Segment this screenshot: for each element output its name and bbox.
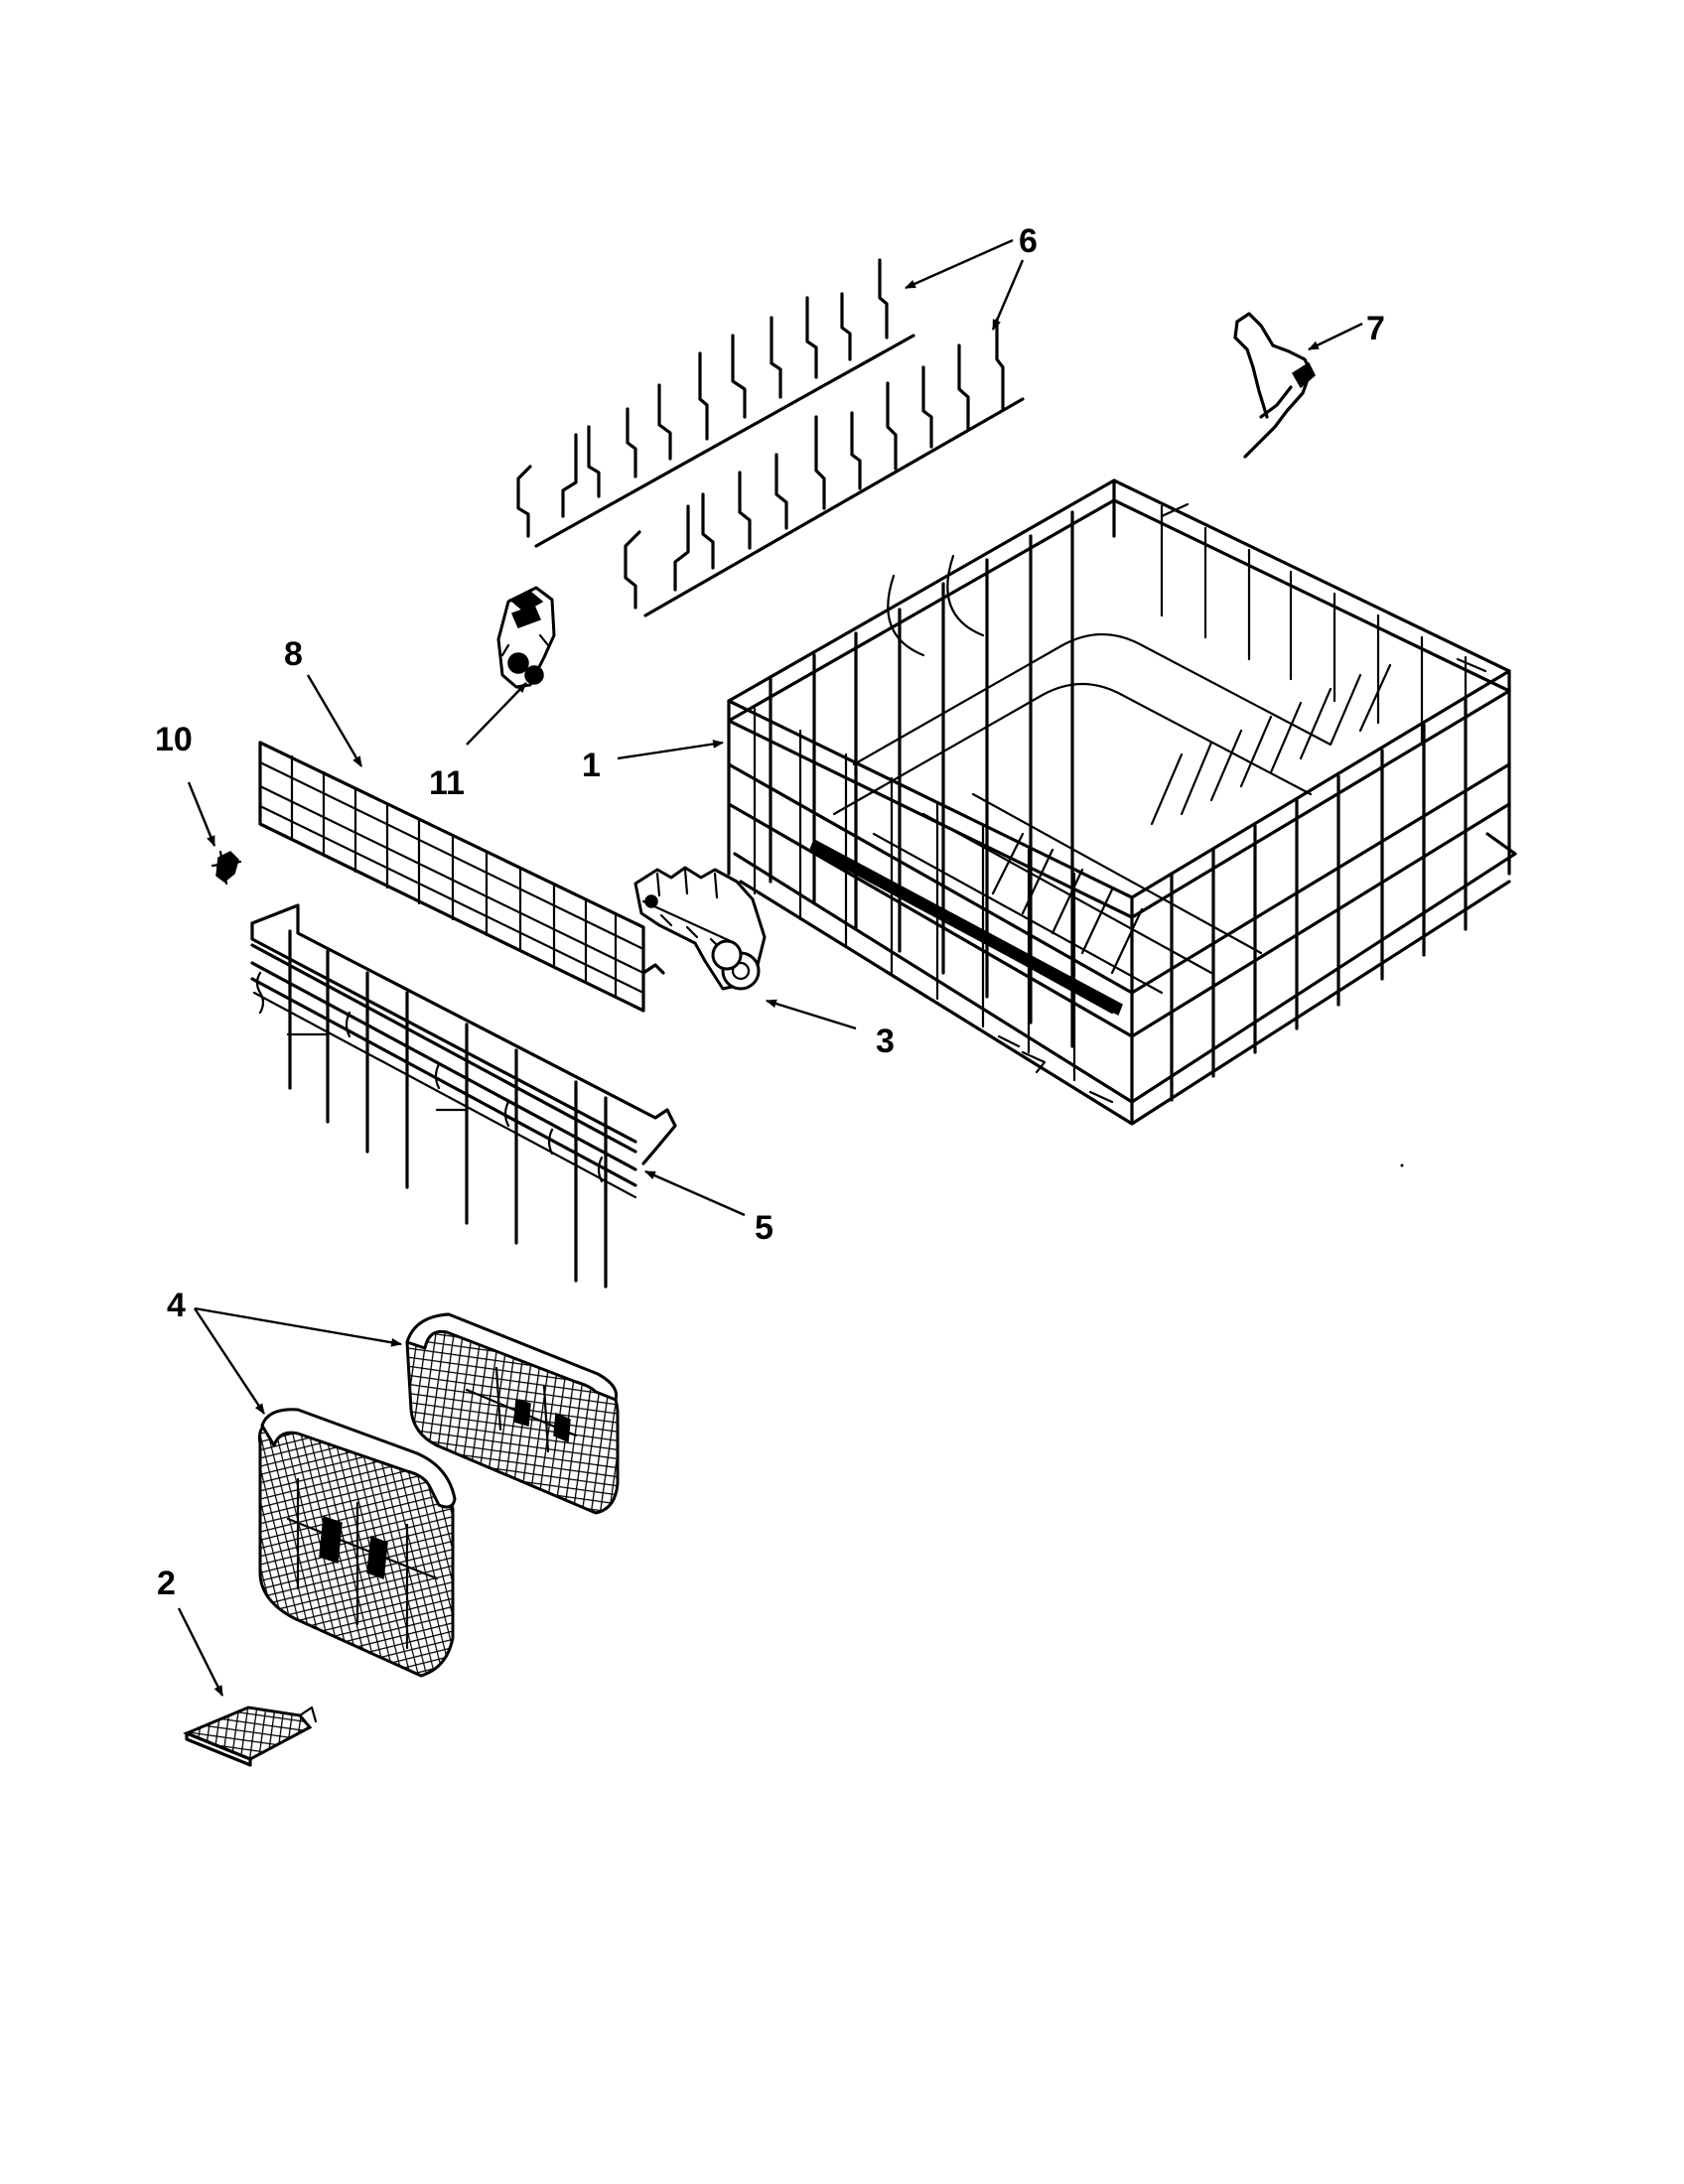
- callout-1: 1: [582, 747, 601, 784]
- leader-lines: [177, 238, 1363, 1697]
- cutlery-basket-front: [257, 1408, 457, 1678]
- callout-4: 4: [167, 1287, 186, 1324]
- callout-5: 5: [755, 1209, 773, 1247]
- side-rail-part: [250, 903, 677, 1289]
- tine-row-front: [624, 318, 1025, 617]
- tine-rows: [516, 258, 1025, 617]
- basket-lid-part: [183, 1706, 318, 1767]
- callout-6: 6: [1019, 222, 1038, 260]
- cutlery-basket-rear: [405, 1312, 620, 1515]
- lower-rack-part: [727, 478, 1517, 1126]
- callout-8: 8: [284, 635, 303, 673]
- callout-7: 7: [1366, 310, 1385, 347]
- small-clip-part: [210, 850, 242, 886]
- grid-panel-part: [258, 741, 665, 1013]
- callout-11: 11: [429, 764, 465, 802]
- tine-row-rear: [516, 258, 915, 548]
- callout-10: 10: [155, 721, 193, 758]
- rack-clip-part: [1233, 312, 1316, 459]
- speck: [1400, 1163, 1404, 1167]
- callout-labels: 6 7 8 10 11 1 3 5 4 2: [155, 222, 1385, 1602]
- callout-2: 2: [157, 1565, 176, 1602]
- callout-3: 3: [876, 1023, 895, 1060]
- rail-clip-part: [496, 586, 556, 689]
- wheel-bracket-part: [633, 866, 767, 991]
